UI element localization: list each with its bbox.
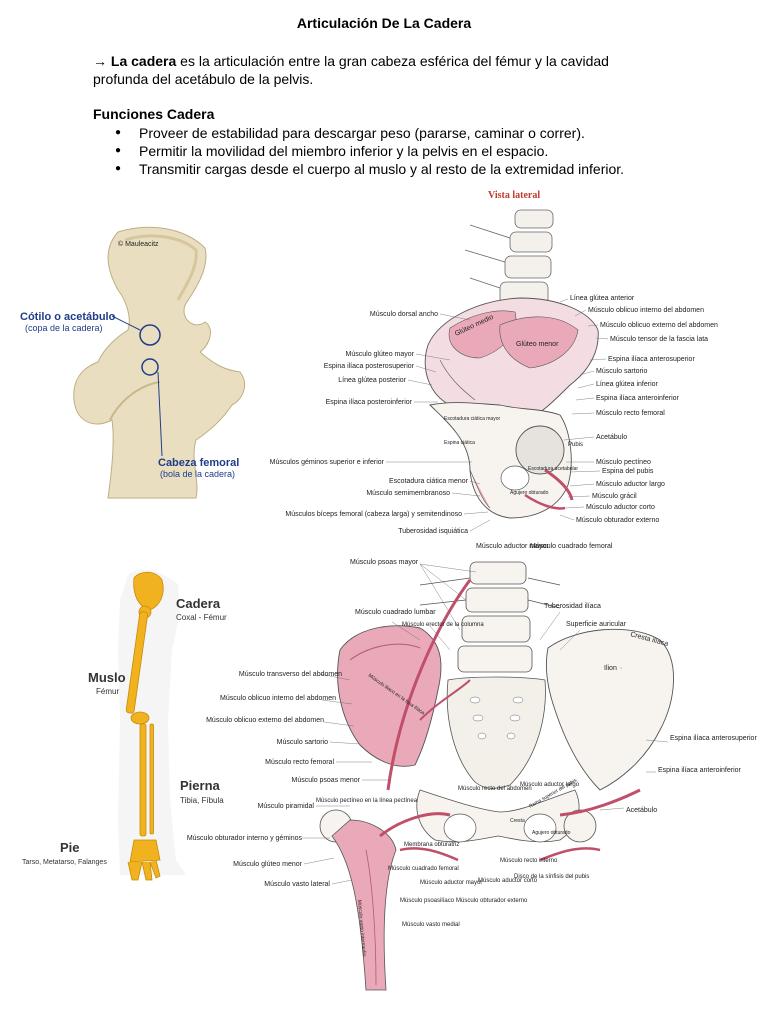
pelvis-inner-label: Agujero obturado <box>532 830 571 836</box>
pelvis-left-label: Músculo sartorio <box>277 739 328 746</box>
pelvis-right-label: Acetábulo <box>626 807 657 814</box>
lateral-left-label: Espina ilíaca posterosuperior <box>324 363 415 370</box>
lateral-left-label: Tuberosidad isquiática <box>398 528 468 535</box>
pelvis-left-label: Músculo glúteo menor <box>233 861 303 868</box>
limb-label-sub: Fémur <box>96 687 119 696</box>
pelvis-middle-label: Disco de la sínfisis del pubis <box>514 874 589 880</box>
femoral-head-label: Cabeza femoral <box>158 457 239 469</box>
hip-bone-photo: © Mauleacitz Cótilo o acetábulo (copa de… <box>20 226 245 499</box>
intro-text: es la articulación entre la gran cabeza … <box>93 53 609 87</box>
pelvis-middle-label: Músculo psoasilíaco <box>400 898 455 904</box>
inner-label: Escotadura acetabular <box>528 466 578 472</box>
inner-label: Espina ciática <box>444 440 475 446</box>
pelvis-left-label: Músculo vasto lateral <box>264 881 330 888</box>
inner-label: Agujero obturado <box>510 490 549 496</box>
limb-label-sub: Tibia, Fíbula <box>180 796 224 805</box>
lateral-right-label: Músculo sartorio <box>596 368 647 375</box>
lateral-right-label: Músculo oblicuo externo del abdomen <box>600 322 718 329</box>
lateral-right-label: Espina ilíaca anterosuperior <box>608 356 695 363</box>
pelvis-left-label: Músculo piramidal <box>258 803 315 810</box>
lateral-right-label: Acetábulo <box>596 434 627 441</box>
limb-label-sub: Coxal - Fémur <box>176 613 227 622</box>
lateral-right-label: Músculo tensor de la fascia lata <box>610 336 708 343</box>
functions-heading: Funciones Cadera <box>93 106 215 122</box>
lateral-left-label: Músculos géminos superior e inferior <box>270 459 385 466</box>
pelvis-middle-label: Músculo aductor largo <box>520 782 580 788</box>
limb-label-sub: Tarso, Metatarso, Falanges <box>22 859 107 866</box>
lateral-bottom-label: Músculo cuadrado femoral <box>530 543 613 550</box>
inner-label: Escotadura ciática mayor <box>444 416 500 422</box>
pelvis-top-label: Músculo cuadrado lumbar <box>355 609 436 616</box>
lateral-right-label: Músculo aductor largo <box>596 481 665 488</box>
limb-label-title: Muslo <box>88 670 126 685</box>
lateral-left-label: Músculo glúteo mayor <box>346 351 415 358</box>
pelvis-middle-label: Músculo aductor corto <box>478 878 538 884</box>
lower-limb-figure: Cadera Coxal - Fémur Muslo Fémur Pierna … <box>22 569 227 881</box>
lateral-left-label: Línea glútea posterior <box>338 377 406 384</box>
pelvis-top-label: Ilion <box>604 665 617 672</box>
intro-arrow: → <box>93 53 107 69</box>
lateral-right-label: Espina del pubis <box>602 468 654 475</box>
acetabulum-label: Cótilo o acetábulo <box>20 311 116 323</box>
lateral-right-label: Músculo aductor corto <box>586 504 655 511</box>
inner-label: Glúteo menor <box>516 341 559 348</box>
pelvis-left-label: Músculo transverso del abdomen <box>239 671 342 678</box>
functions-list: Proveer de estabilidad para descargar pe… <box>93 124 624 178</box>
photo-watermark: © Mauleacitz <box>118 240 159 248</box>
functions-item: Transmitir cargas desde el cuerpo al mus… <box>93 160 624 178</box>
pelvis-inner-label: Cresta <box>510 818 525 824</box>
pelvis-left-label: Músculo psoas menor <box>292 777 361 784</box>
pelvis-middle-label: Músculo cuadrado femoral <box>388 866 459 872</box>
lateral-view-title: Vista lateral <box>488 190 540 201</box>
limb-label-title: Cadera <box>176 596 221 611</box>
pelvis-top-label: Músculo psoas mayor <box>350 559 419 566</box>
lateral-left-label: Músculos bíceps femoral (cabeza larga) y… <box>285 511 462 518</box>
pelvis-middle-label: Membrana obturatriz <box>404 842 459 848</box>
lateral-right-label: Músculo oblicuo interno del abdomen <box>588 307 704 314</box>
lateral-right-label: Músculo recto femoral <box>596 410 665 417</box>
pelvis-top-label: Superficie auricular <box>566 621 627 628</box>
functions-item: Permitir la movilidad del miembro inferi… <box>93 142 624 160</box>
lateral-right-label: Línea glútea inferior <box>596 381 659 388</box>
femoral-head-sublabel: (bola de la cadera) <box>160 469 235 479</box>
pelvis-middle-label: Músculo obturador externo <box>456 898 528 904</box>
pelvis-top-label: Músculo erector de la columna <box>402 622 484 628</box>
lateral-right-label: Músculo pectíneo <box>596 459 651 466</box>
intro-term: La cadera <box>110 53 177 69</box>
lateral-right-label: Espina ilíaca anteroinferior <box>596 395 680 402</box>
pelvis-right-label: Espina ilíaca anteroinferior <box>658 767 742 774</box>
lateral-right-label: Línea glútea anterior <box>570 295 635 302</box>
pelvis-top-label: Tuberosidad ilíaca <box>544 603 601 610</box>
pelvis-inner-label: Músculo vasto intermedio <box>356 900 367 957</box>
intro-paragraph: → La cadera es la articulación entre la … <box>93 52 653 88</box>
pelvis-left-label: Músculo oblicuo externo del abdomen <box>206 717 324 724</box>
lateral-left-label: Músculo semimembranoso <box>366 490 450 497</box>
limb-label-title: Pierna <box>180 778 221 793</box>
lateral-view-figure: Vista lateral Glúteo medio Glúteo menor … <box>270 190 718 550</box>
pelvis-middle-label: Músculo pectíneo en la línea pectínea <box>316 798 418 804</box>
lateral-left-label: Músculo dorsal ancho <box>370 311 438 318</box>
acetabulum-sublabel: (copa de la cadera) <box>25 323 103 333</box>
pelvis-middle-label: Músculo recto interno <box>500 858 558 864</box>
femoral-head-circle <box>141 358 159 376</box>
pelvis-right-label: Espina ilíaca anterosuperior <box>670 735 757 742</box>
acetabulum-circle <box>139 324 161 346</box>
functions-item: Proveer de estabilidad para descargar pe… <box>93 124 624 142</box>
page-title: Articulación De La Cadera <box>296 15 472 31</box>
pelvis-middle-label: Músculo vasto medial <box>402 922 460 928</box>
lateral-right-label: Músculo grácil <box>592 493 637 500</box>
limb-label-title: Pie <box>60 840 80 855</box>
lateral-bottom-label: Músculo aductor mayor <box>476 543 549 550</box>
lateral-left-label: Escotadura ciática menor <box>389 478 469 485</box>
inner-label: Pubis <box>568 442 583 448</box>
pelvis-middle-label: Músculo recto del abdomen <box>458 786 532 792</box>
pelvis-left-label: Músculo recto femoral <box>265 759 334 766</box>
lateral-right-label: Músculo obturador externo <box>576 517 659 524</box>
anterior-pelvis-figure: Músculo iliaco en la fosa ilíaca Rama su… <box>187 559 757 991</box>
lateral-left-label: Espina ilíaca posteroinferior <box>326 399 413 406</box>
pelvis-middle-label: Músculo aductor mayor <box>420 880 482 886</box>
pelvis-left-label: Músculo oblicuo interno del abdomen <box>220 695 336 702</box>
pelvis-left-label: Músculo obturador interno y géminos <box>187 835 303 842</box>
